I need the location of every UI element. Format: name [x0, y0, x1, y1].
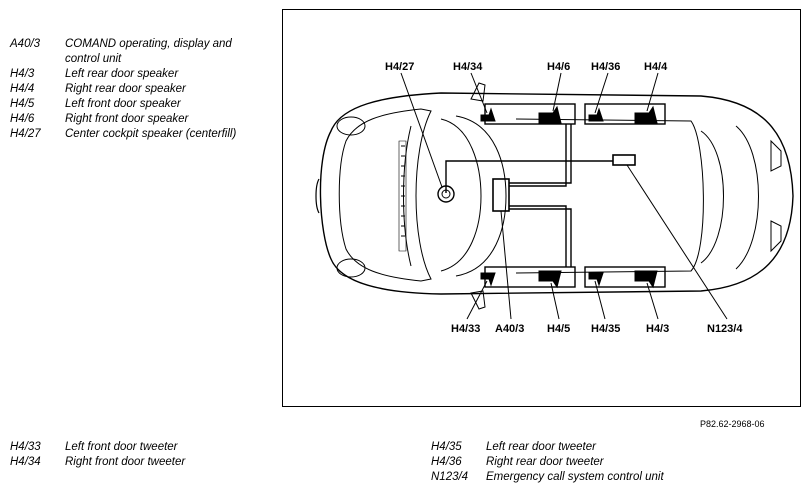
wiring-top [509, 124, 572, 187]
legend-row-h4-6: H4/6 Right front door speaker [10, 112, 270, 127]
label-h4-27: H4/27 [385, 61, 414, 73]
drawing-reference: P82.62-2968-06 [700, 419, 765, 429]
legend-code: N123/4 [431, 471, 469, 483]
legend-code: H4/5 [10, 98, 35, 110]
speaker-h4-3-symbol [634, 270, 658, 289]
legend-desc: Right front door tweeter [65, 456, 186, 468]
legend-desc: Left front door tweeter [65, 441, 178, 453]
center-speaker-h4-27 [437, 185, 455, 203]
legend-row-h4-33: H4/33 Left front door tweeter [10, 440, 410, 455]
bottom-speaker-rail-rear [584, 266, 666, 288]
emergency-call-unit-n123-4 [612, 154, 636, 166]
comand-unit-a40-3 [492, 178, 510, 212]
legend-desc: Left rear door tweeter [486, 441, 596, 453]
label-h4-4: H4/4 [644, 61, 668, 73]
speaker-h4-34-symbol [480, 107, 496, 122]
legend-code: H4/35 [431, 441, 462, 453]
legend-row-h4-27: H4/27 Center cockpit speaker (centerfill… [10, 127, 270, 142]
legend-code: H4/27 [10, 128, 41, 140]
label-h4-6: H4/6 [547, 61, 570, 73]
label-h4-5: H4/5 [547, 323, 570, 335]
label-h4-33: H4/33 [451, 323, 480, 335]
speaker-h4-35-symbol [588, 272, 604, 287]
car-body-outline [319, 92, 794, 295]
wiring-bottom [509, 205, 572, 267]
legend-desc: COMAND operating, display and control un… [65, 38, 232, 65]
legend-code: A40/3 [10, 38, 41, 50]
car-speaker-diagram: H4/27 H4/34 H4/6 H4/36 H4/4 H4/33 A40/3 … [315, 61, 794, 335]
legend-desc: Left front door speaker [65, 98, 181, 110]
speaker-h4-5-symbol [538, 270, 562, 289]
legend-desc: Right rear door speaker [65, 83, 186, 95]
legend-code: H4/4 [10, 83, 35, 95]
speaker-h4-33-symbol [480, 272, 496, 287]
legend-row-h4-5: H4/5 Left front door speaker [10, 97, 270, 112]
top-speaker-rail-rear [584, 103, 666, 125]
legend-bottom-right: H4/35 Left rear door tweeter H4/36 Right… [431, 440, 791, 485]
legend-desc: Center cockpit speaker (centerfill) [65, 128, 237, 140]
legend-code: H4/33 [10, 441, 41, 453]
label-h4-35: H4/35 [591, 323, 620, 335]
speaker-h4-4-symbol [634, 105, 658, 124]
legend-row-h4-36: H4/36 Right rear door tweeter [431, 455, 791, 470]
label-h4-3: H4/3 [646, 323, 669, 335]
legend-row-a40-3: A40/3 COMAND operating, display and cont… [10, 37, 270, 67]
legend-top: A40/3 COMAND operating, display and cont… [10, 37, 270, 142]
legend-desc: Emergency call system control unit [486, 471, 664, 483]
wiring-n123-4 [445, 160, 613, 193]
legend-code: H4/36 [431, 456, 462, 468]
label-a40-3: A40/3 [495, 323, 524, 335]
diagram-frame: H4/27 H4/34 H4/6 H4/36 H4/4 H4/33 A40/3 … [282, 9, 801, 407]
legend-row-h4-34: H4/34 Right front door tweeter [10, 455, 410, 470]
label-n123-4: N123/4 [707, 323, 743, 335]
top-speaker-rail-front [484, 103, 576, 125]
legend-row-h4-4: H4/4 Right rear door speaker [10, 82, 270, 97]
bottom-speaker-rail-front [484, 266, 576, 288]
legend-code: H4/34 [10, 456, 41, 468]
label-h4-34: H4/34 [453, 61, 483, 73]
legend-row-n123-4: N123/4 Emergency call system control uni… [431, 470, 791, 485]
legend-desc: Right front door speaker [65, 113, 189, 125]
legend-code: H4/3 [10, 68, 35, 80]
legend-row-h4-35: H4/35 Left rear door tweeter [431, 440, 791, 455]
legend-desc: Right rear door tweeter [486, 456, 604, 468]
speaker-h4-36-symbol [588, 107, 604, 122]
label-h4-36: H4/36 [591, 61, 620, 73]
legend-code: H4/6 [10, 113, 35, 125]
speaker-h4-6-symbol [538, 105, 562, 124]
legend-row-h4-3: H4/3 Left rear door speaker [10, 67, 270, 82]
legend-bottom-left: H4/33 Left front door tweeter H4/34 Righ… [10, 440, 410, 470]
legend-desc: Left rear door speaker [65, 68, 179, 80]
